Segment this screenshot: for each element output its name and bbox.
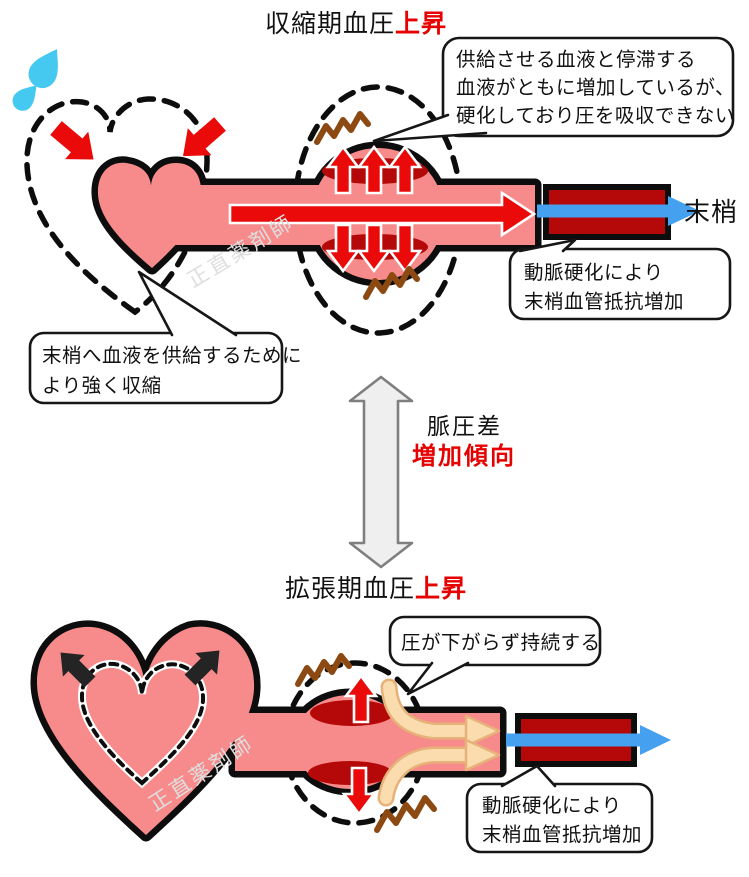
speech-bubble-resistance: [465, 782, 654, 854]
speech-bubble-contract-tail: [137, 270, 238, 337]
bubble-contract-line: 末梢へ血液を供給するために: [42, 345, 302, 367]
recoil-flow-arrow-icon: [380, 749, 474, 804]
stiffness-squiggle-icon: [374, 795, 437, 833]
speech-bubble-contract: [28, 331, 284, 405]
stiffness-squiggle-icon: [363, 266, 420, 300]
diastolic-section: 拡張期血圧上昇: [30, 575, 671, 854]
bubble-stiff-line: 硬化しており圧を吸収できない: [456, 105, 735, 127]
bubble-stiff-line: 血液がともに増加しているが、: [456, 77, 735, 99]
speech-bubble-stiff-tail: [372, 113, 488, 143]
sweat-droplet-icon: [23, 41, 70, 94]
bubble-resistance-line: 動脈硬化により: [482, 795, 622, 817]
contraction-arrow-icon: [44, 114, 106, 174]
pulse-pressure-label: 脈圧差: [427, 413, 502, 439]
systolic-section: 収縮期血圧上昇: [8, 10, 738, 405]
speech-bubble-sustain: [388, 615, 602, 667]
peripheral-flow-arrowhead-icon: [640, 725, 671, 755]
heart-fill: [97, 162, 202, 268]
speech-bubble-resistance-tail: [500, 764, 557, 788]
bubble-resistance-line: 末梢血管抵抗増加: [482, 824, 642, 846]
bubble-resistance-line: 末梢血管抵抗増加: [524, 291, 684, 313]
stiffness-squiggle-icon: [314, 111, 371, 145]
bubble-resistance-line: 動脈硬化により: [524, 262, 664, 284]
pulse-pressure-indicator: 脈圧差 増加傾向: [348, 375, 516, 569]
blood-flow-arrow-icon: [228, 190, 537, 238]
peripheral-flow-arrowhead-icon: [668, 196, 700, 226]
trend-label: 増加傾向: [412, 442, 516, 470]
bubble-stiff-line: 供給させる血液と停滞する: [456, 49, 696, 71]
stiffness-squiggle-icon: [295, 653, 352, 687]
double-arrow-icon: [348, 375, 414, 569]
bubble-sustain-line: 圧が下がらず持続する: [401, 632, 601, 654]
recoil-flow-arrow-icon: [383, 681, 474, 737]
speech-bubble-stiff: [441, 36, 735, 138]
speech-bubble-resistance: [508, 247, 732, 321]
speech-bubble-resistance-tail: [518, 238, 577, 253]
plaque-icon: [308, 761, 392, 785]
inner-heart-halo: [77, 659, 208, 789]
plaque-icon: [310, 700, 394, 726]
speech-bubble-sustain-tail: [406, 661, 470, 696]
diastolic-title: 拡張期血圧上昇: [285, 575, 467, 603]
systolic-title: 収縮期血圧上昇: [265, 10, 447, 38]
bubble-contract-line: より強く収縮: [42, 375, 162, 397]
recoil-arrowhead-icon: [464, 738, 501, 772]
peripheral-label: 末梢: [684, 197, 738, 227]
recoil-arrowhead-icon: [464, 714, 501, 748]
